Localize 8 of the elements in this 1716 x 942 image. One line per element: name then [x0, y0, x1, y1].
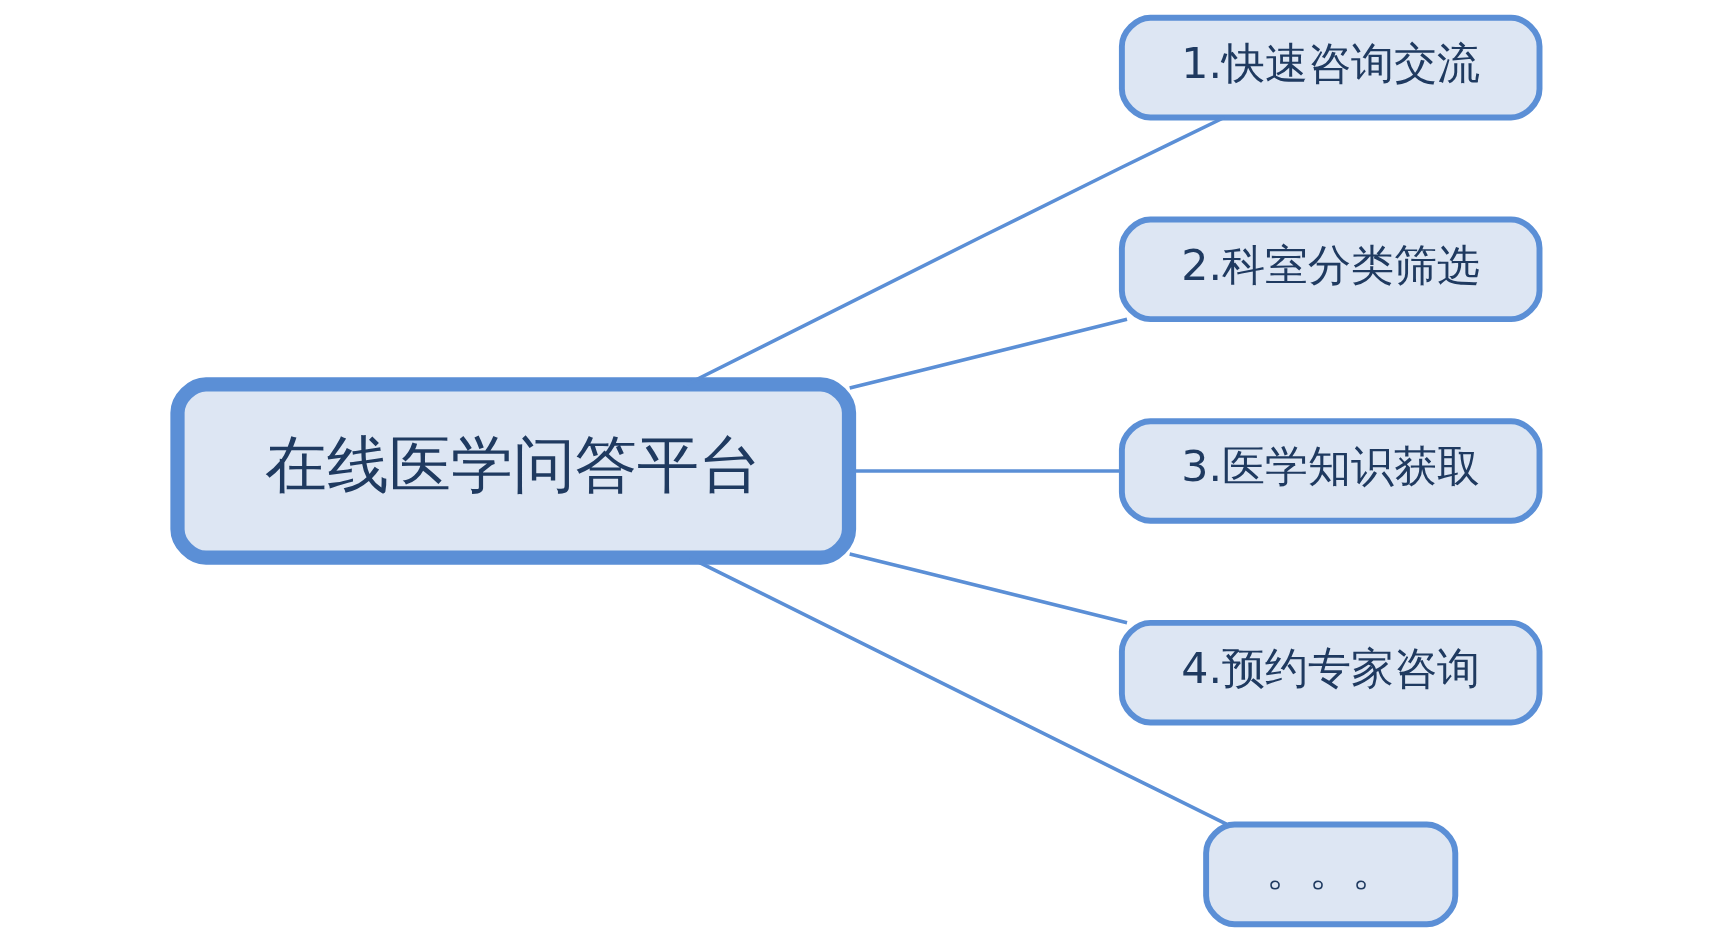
node-box: 1.快速咨询交流: [1118, 14, 1542, 121]
node-box: 2.科室分类筛选: [1118, 216, 1542, 323]
connector: [848, 317, 1127, 390]
connector: [848, 552, 1127, 625]
node-box: 。。。: [1202, 821, 1458, 928]
node-box: 4.预约专家咨询: [1118, 619, 1542, 726]
node-box: 在线医学问答平台: [169, 377, 856, 565]
node-box: 3.医学知识获取: [1118, 418, 1542, 524]
